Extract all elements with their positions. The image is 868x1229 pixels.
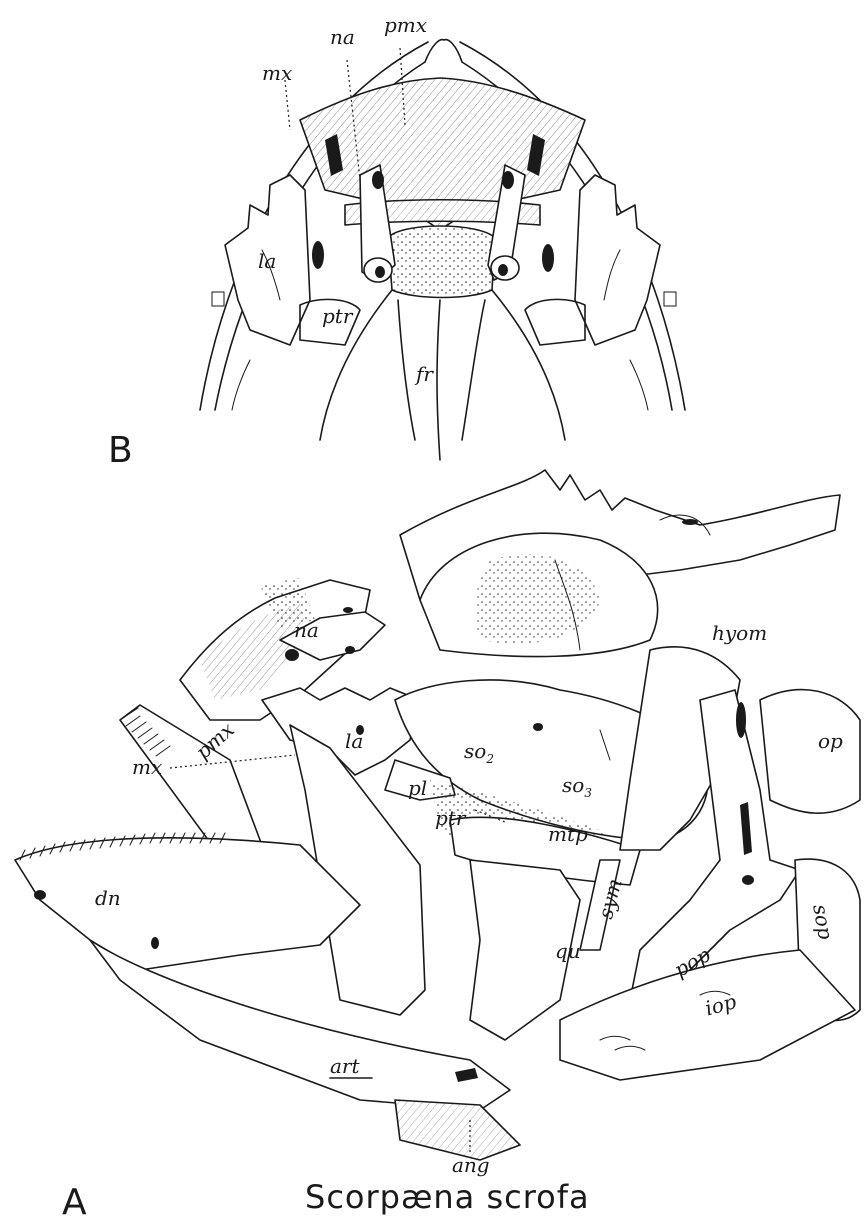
label-a-ptr: ptr [435,806,467,830]
label-a-so3-main: so [562,773,584,797]
label-a-hyom: hyom [712,621,767,645]
label-a-so3-sub: 3 [584,786,592,800]
panel-a-letter: A [62,1182,87,1223]
label-a-qu: qu [555,939,581,963]
label-a-mtp: mtp [548,822,588,846]
label-a-so2-main: so [464,739,486,763]
label-a-dn: dn [95,886,121,910]
label-b-ptr: ptr [322,304,354,328]
label-b-mx: mx [262,61,292,85]
label-a-la: la [345,729,363,753]
label-a-art: art [330,1054,360,1078]
label-a-na: na [294,618,319,642]
label-b-pmx: pmx [384,13,427,37]
leader-b-mx [285,80,290,130]
panel-b-letter: B [108,430,133,471]
label-b-la: la [258,249,276,273]
label-a-so2-sub: 2 [485,752,494,766]
label-a-pl: pl [408,776,427,800]
label-b-na: na [330,25,355,49]
label-a-op: op [818,729,843,753]
label-a-ang: ang [452,1153,490,1177]
label-b-fr: fr [414,362,434,386]
figure-caption: Scorpæna scrofa [305,1178,590,1216]
label-a-mx: mx [132,755,162,779]
